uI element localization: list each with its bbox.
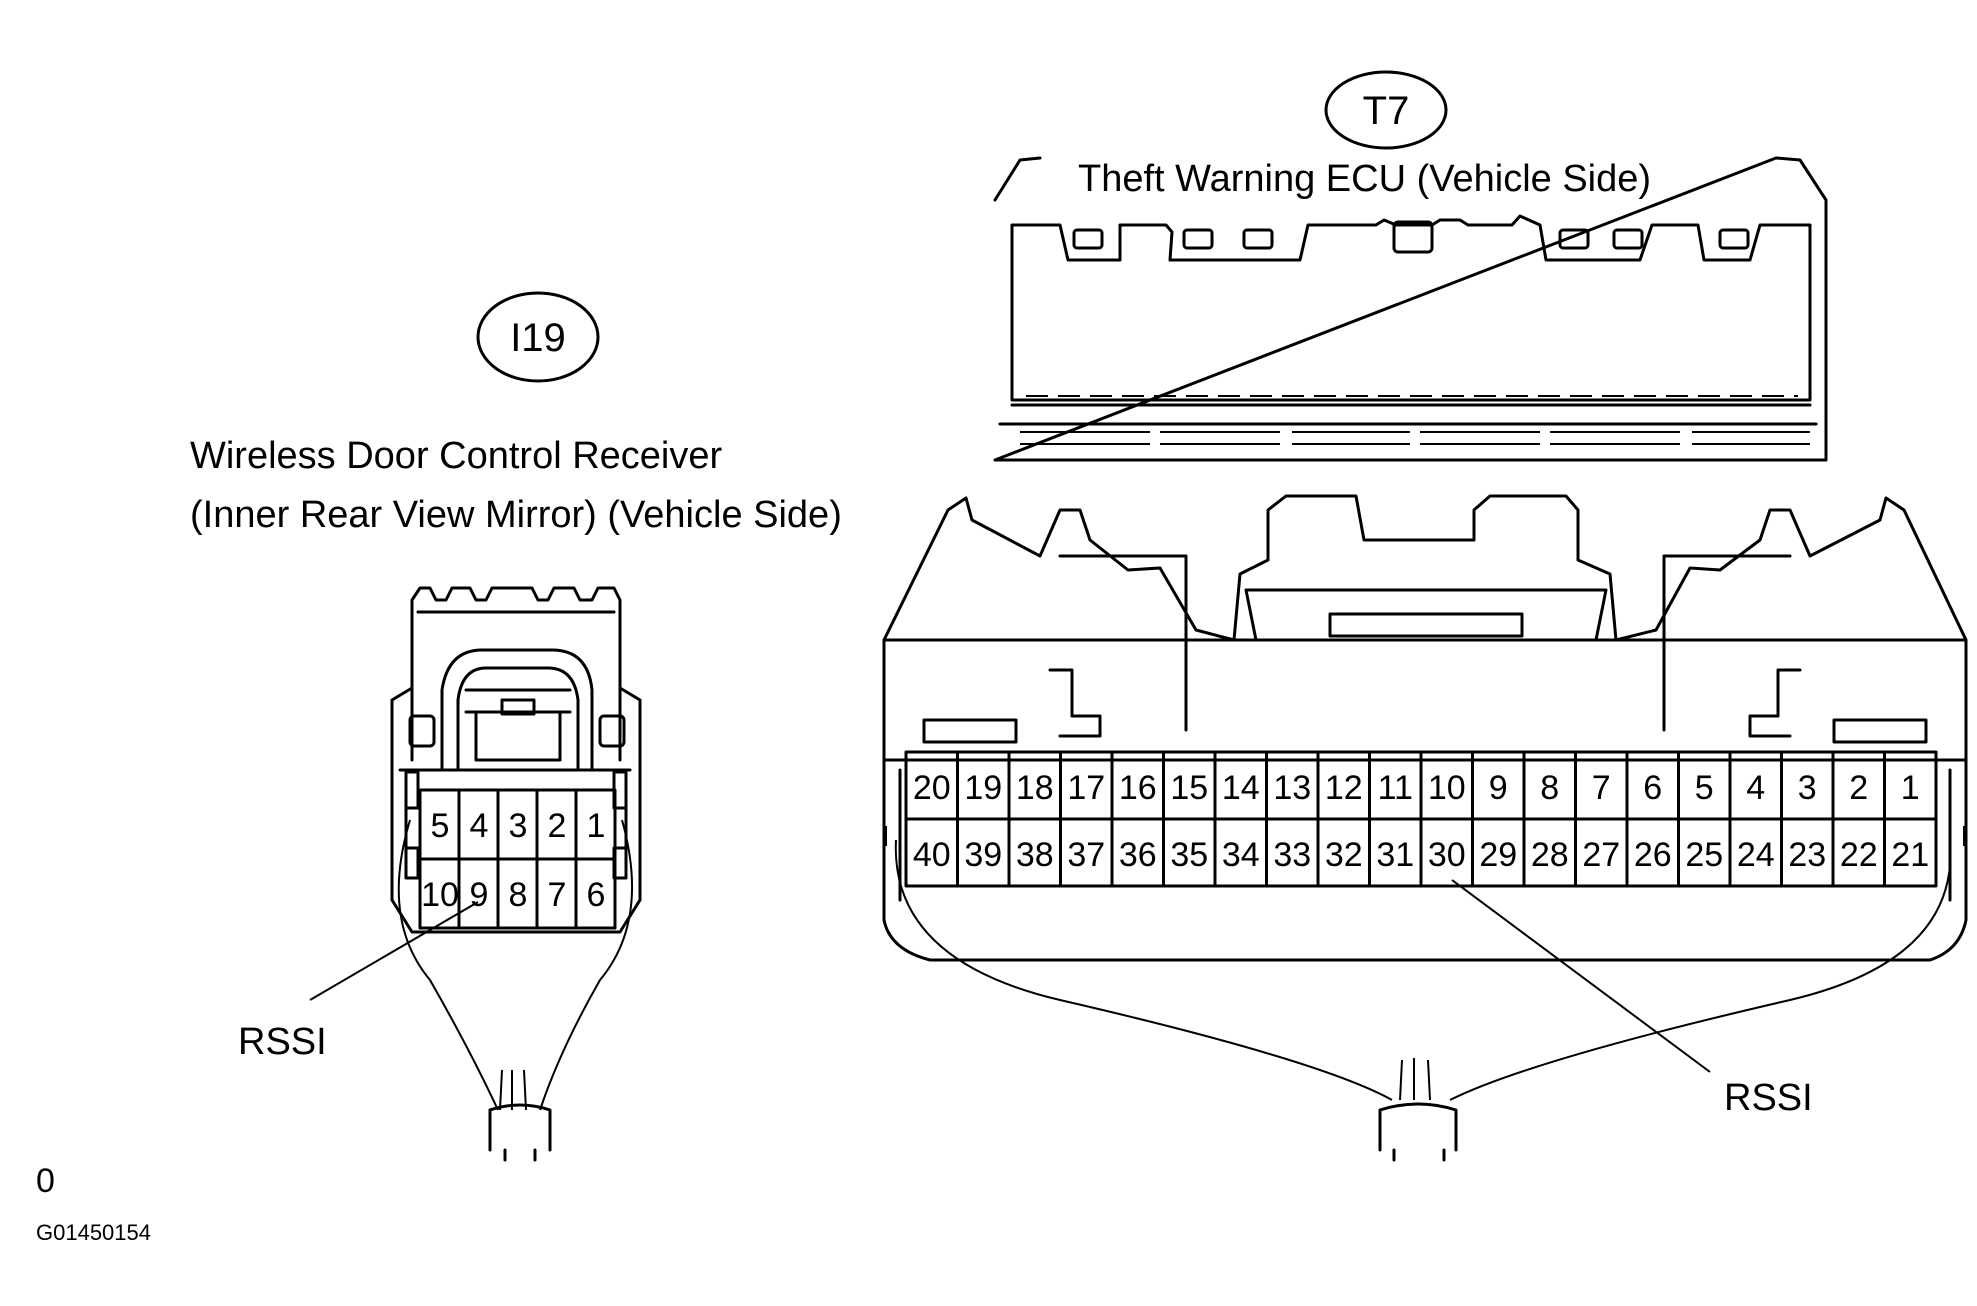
t7-pin: 13 (1273, 769, 1311, 807)
t7-pin: 21 (1891, 836, 1929, 874)
t7-pin: 5 (1695, 769, 1714, 807)
t7-pin: 4 (1746, 769, 1765, 807)
i19-pin: 1 (587, 807, 606, 845)
t7-pin: 15 (1170, 769, 1208, 807)
t7-pin: 9 (1489, 769, 1508, 807)
t7-rssi-leader (1451, 879, 1711, 1073)
i19-pin: 4 (470, 807, 489, 845)
t7-pin: 39 (964, 836, 1002, 874)
t7-pin: 2 (1849, 769, 1868, 807)
t7-pin: 35 (1170, 836, 1208, 874)
i19-pin: 8 (509, 876, 528, 914)
t7-grid-lines (956, 750, 1886, 888)
i19-pin: 5 (431, 807, 450, 845)
t7-header-outline (993, 156, 1828, 462)
t7-pin: 32 (1325, 836, 1363, 874)
t7-pin: 11 (1378, 769, 1413, 807)
t7-connector-body (882, 494, 1968, 962)
t7-connector: T7 Theft Warning ECU (Vehicle Side) 2 (882, 70, 1968, 1162)
i19-rssi-leader (309, 901, 479, 1001)
t7-pin: 3 (1798, 769, 1817, 807)
t7-pin: 29 (1479, 836, 1517, 874)
i19-code: I19 (510, 316, 566, 360)
t7-pin: 17 (1067, 769, 1105, 807)
i19-rssi-label: RSSI (238, 1021, 327, 1063)
t7-pin: 40 (913, 836, 951, 874)
t7-pin: 8 (1540, 769, 1559, 807)
t7-pin: 24 (1737, 836, 1775, 874)
t7-pin: 10 (1428, 769, 1466, 807)
t7-pin: 18 (1016, 769, 1054, 807)
i19-title-line2: (Inner Rear View Mirror) (Vehicle Side) (190, 494, 842, 536)
t7-pin: 1 (1901, 769, 1920, 807)
t7-pin: 6 (1643, 769, 1662, 807)
i19-pin: 7 (548, 876, 567, 914)
t7-pin: 25 (1685, 836, 1723, 874)
t7-pins-bottom: 40 39 38 37 36 35 34 33 32 31 30 29 28 27 26 25 24 23 22 21 (913, 836, 1929, 874)
i19-connector: I19 Wireless Door Control Receiver (Inne… (190, 291, 842, 1162)
t7-pin: 27 (1582, 836, 1620, 874)
t7-rssi-label: RSSI (1724, 1077, 1813, 1119)
i19-code-circle (476, 291, 600, 383)
t7-pin: 7 (1592, 769, 1611, 807)
t7-pin: 14 (1222, 769, 1260, 807)
i19-wire-bundle (397, 819, 634, 1111)
i19-pin: 6 (587, 876, 606, 914)
t7-pin: 23 (1788, 836, 1826, 874)
t7-pin: 38 (1016, 836, 1054, 874)
i19-pin: 3 (509, 807, 528, 845)
t7-pin: 16 (1119, 769, 1157, 807)
i19-housing (390, 586, 642, 934)
i19-latch (440, 648, 594, 772)
i19-pin: 10 (421, 876, 459, 914)
t7-pin: 22 (1840, 836, 1878, 874)
t7-pin: 31 (1376, 836, 1414, 874)
i19-title-line1: Wireless Door Control Receiver (190, 435, 722, 477)
t7-pin: 33 (1273, 836, 1311, 874)
t7-pin: 34 (1222, 836, 1260, 874)
i19-pin: 9 (470, 876, 489, 914)
t7-pin: 20 (913, 769, 951, 807)
footer-mark: 0 (36, 1162, 55, 1200)
t7-title: Theft Warning ECU (Vehicle Side) (1078, 158, 1651, 200)
t7-pin: 36 (1119, 836, 1157, 874)
t7-pin: 30 (1428, 836, 1466, 874)
t7-pin: 26 (1634, 836, 1672, 874)
t7-code: T7 (1363, 89, 1410, 133)
i19-pin: 2 (548, 807, 567, 845)
t7-pin: 12 (1325, 769, 1363, 807)
t7-pin: 19 (964, 769, 1002, 807)
t7-pin: 37 (1067, 836, 1105, 874)
t7-wire-bundle (894, 839, 1952, 1101)
t7-code-circle (1324, 70, 1448, 150)
t7-pin: 28 (1531, 836, 1569, 874)
figure-id: G01450154 (36, 1220, 151, 1245)
